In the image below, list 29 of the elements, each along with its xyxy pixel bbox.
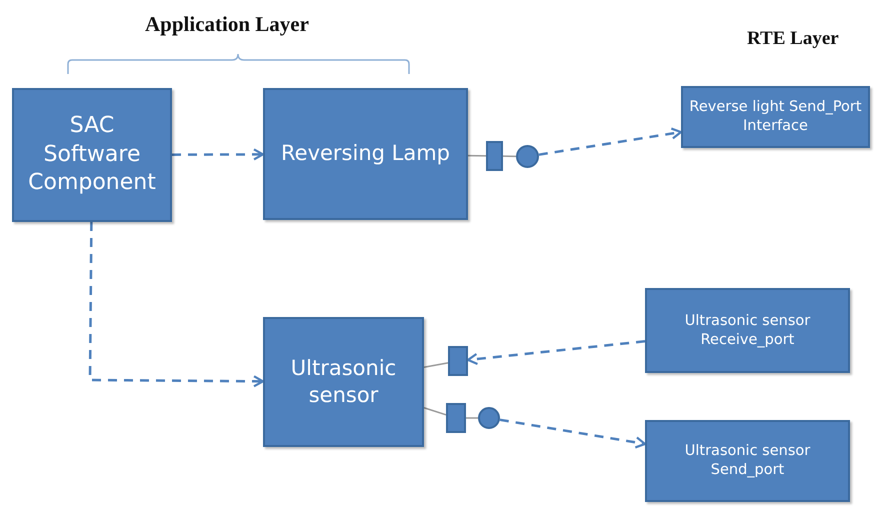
component-box (263, 88, 468, 220)
dashed-arrow (172, 148, 264, 160)
component-box (12, 88, 172, 222)
box-label: Reversing Lamp (280, 140, 451, 168)
box-label: SAC Software Component (27, 112, 157, 198)
box-label: Reverse light Send_Port Interface (688, 98, 863, 136)
connector-line (502, 155, 516, 158)
component-box (263, 317, 424, 447)
dashed-arrow (88, 222, 264, 388)
box-label: Ultrasonic sensor Send_port (684, 442, 812, 480)
dashed-arrow (538, 127, 682, 156)
component-box (645, 288, 850, 373)
layer-heading: Application Layer (145, 12, 309, 37)
component-box (645, 420, 850, 502)
connector-line (424, 407, 446, 416)
dashed-arrow (466, 340, 646, 366)
layer-heading: RTE Layer (747, 28, 839, 50)
box-label: Ultrasonic sensor (290, 354, 398, 409)
port-box (486, 141, 503, 171)
box-label: Ultrasonic sensor Receive_port (684, 312, 812, 350)
port-box (448, 346, 468, 376)
dashed-arrow (500, 418, 646, 448)
port-circle (516, 145, 539, 168)
connector-line (466, 417, 478, 419)
connector-line (424, 362, 448, 368)
connector-line (468, 154, 486, 157)
component-box (681, 86, 870, 148)
port-box (446, 403, 466, 433)
port-circle (478, 407, 500, 429)
